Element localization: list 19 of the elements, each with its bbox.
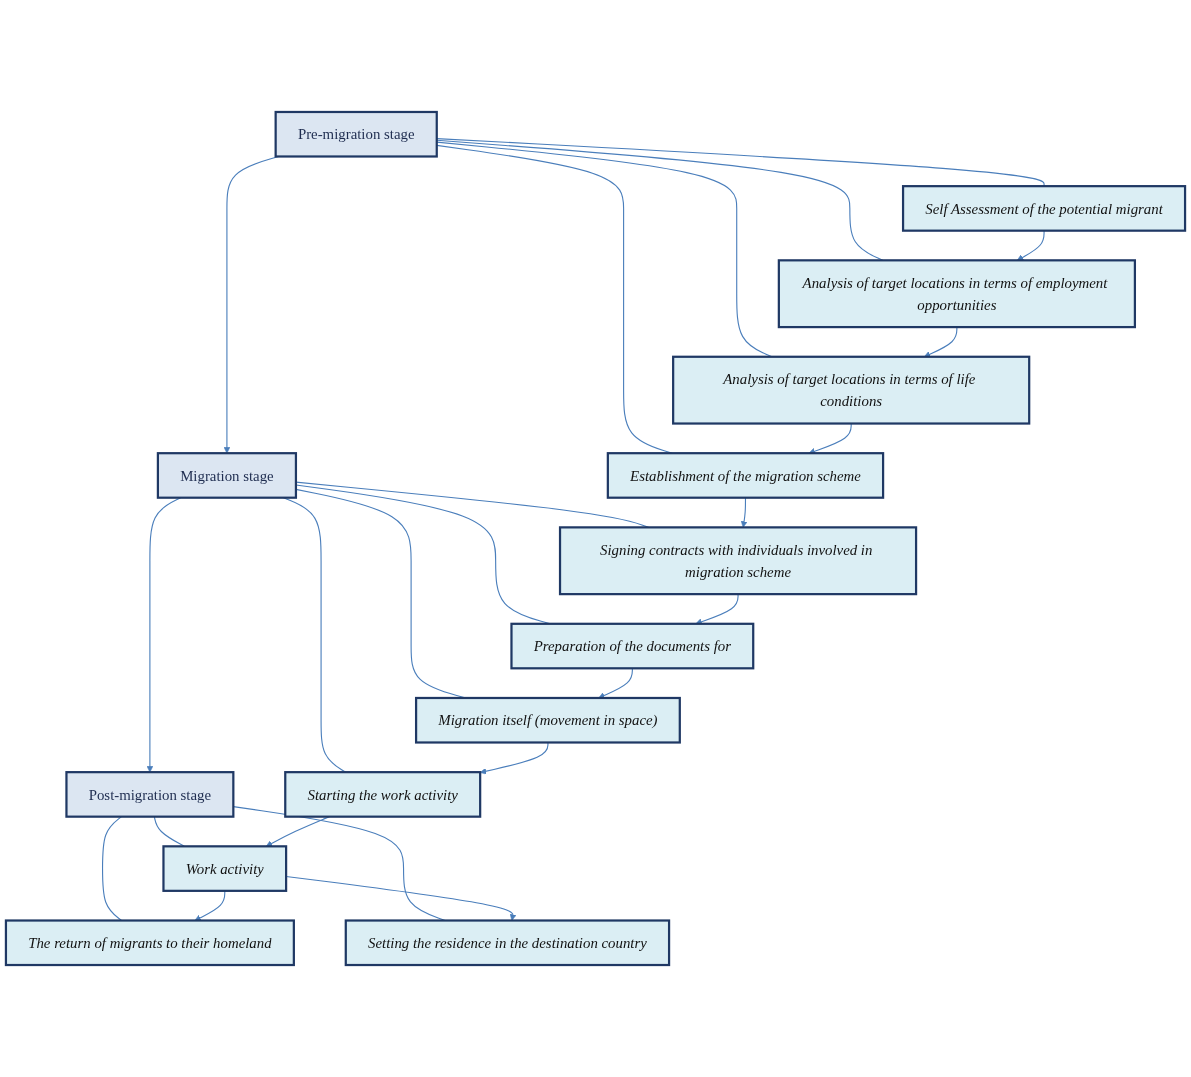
arrow xyxy=(194,890,226,921)
node-box: Self Assessment of the potential migrant xyxy=(901,185,1187,232)
connector xyxy=(436,138,1045,187)
node-box: Post-migration stage xyxy=(65,771,235,818)
node-box: Preparation of the documents for xyxy=(510,622,755,670)
node-box: Migration itself (movement in space) xyxy=(414,696,681,744)
node-box: Work activity xyxy=(162,845,288,892)
node-box: Setting the residence in the destination country xyxy=(344,919,671,967)
node-box: Analysis of target locations in terms of employment opportunities xyxy=(777,259,1136,329)
node-box: Establishment of the migration scheme xyxy=(606,452,885,499)
node-box: The return of migrants to their homeland xyxy=(4,919,295,967)
node-box: Starting the work activity xyxy=(284,771,482,818)
arrow xyxy=(1016,230,1045,261)
node-box: Migration stage xyxy=(156,452,298,499)
node-box: Analysis of target locations in terms of life conditions xyxy=(672,355,1031,425)
node-box: Signing contracts with individuals involved in migration scheme xyxy=(558,526,918,596)
arrow xyxy=(740,497,748,528)
connector xyxy=(153,816,185,847)
node-box: Pre-migration stage xyxy=(274,110,438,158)
